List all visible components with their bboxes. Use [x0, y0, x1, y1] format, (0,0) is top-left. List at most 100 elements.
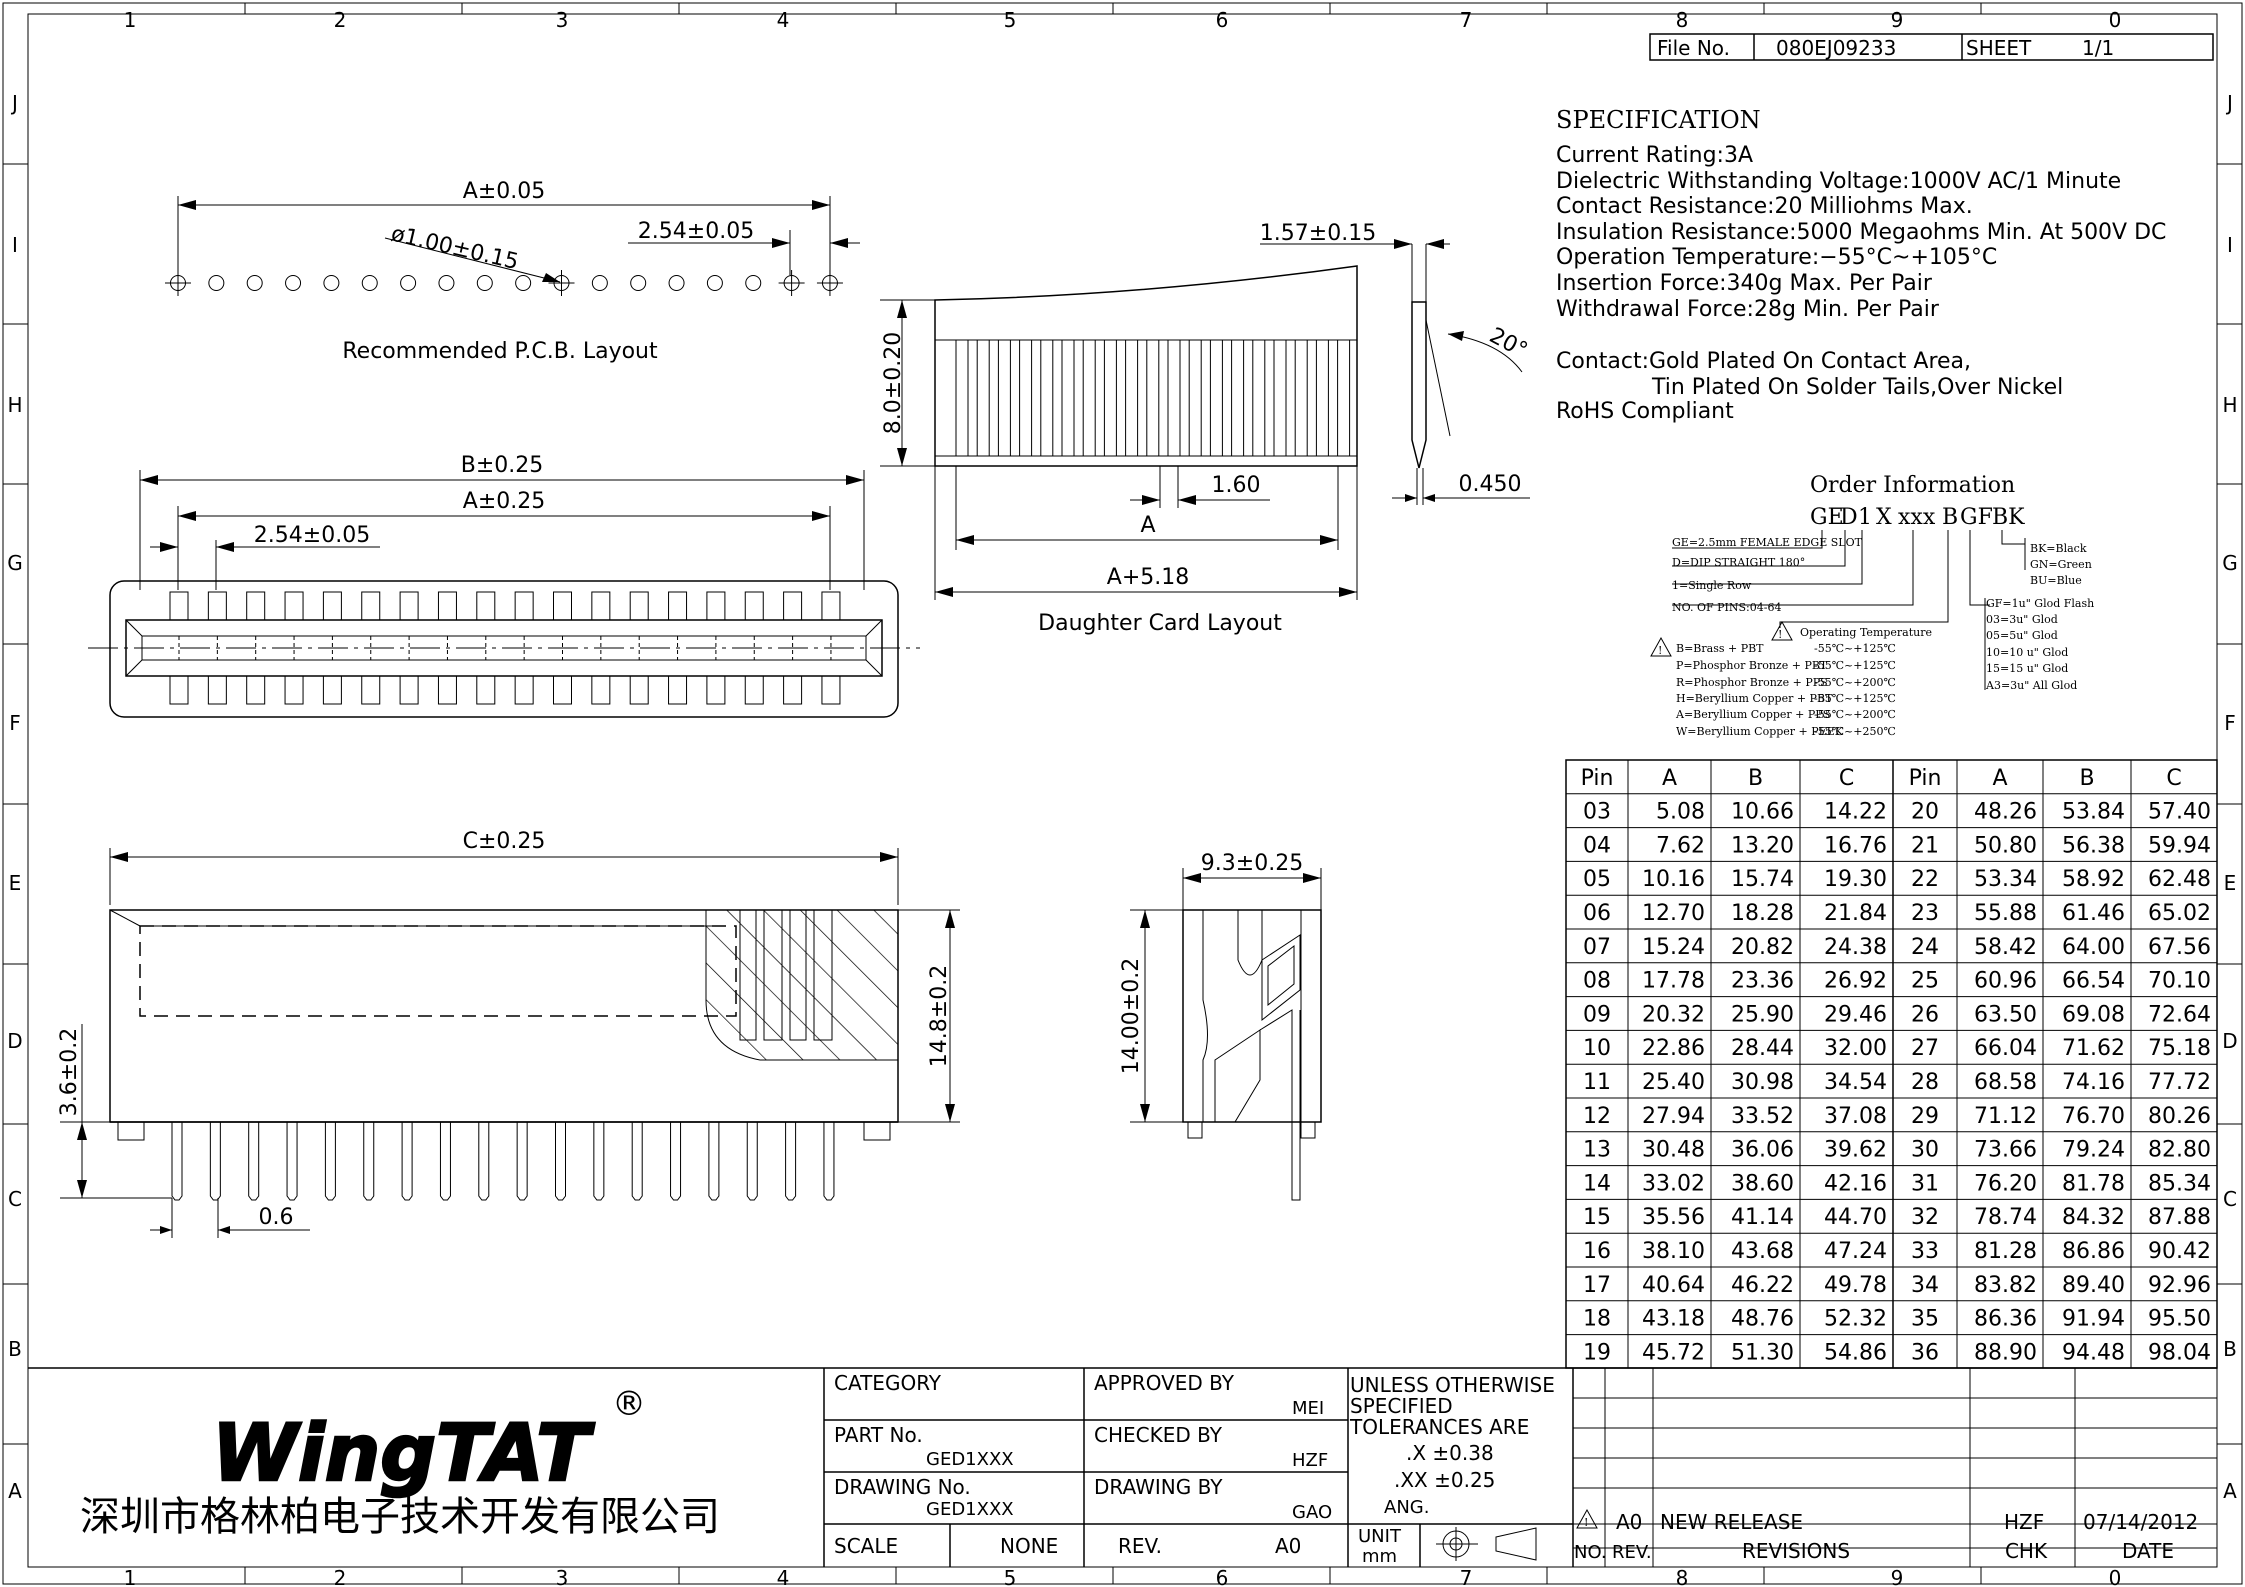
zone-col-8: 8 [1676, 8, 1689, 32]
pin-table-header: B [1748, 766, 1763, 791]
specification: SPECIFICATION Current Rating:3A Dielectr… [1556, 106, 2166, 424]
order-information: Order Information GE D 1 X xxx B GF BK G… [1650, 473, 2094, 738]
top-contact [169, 591, 189, 705]
pcb-hole [706, 275, 723, 291]
pin-table-cell: 70.10 [2148, 969, 2211, 994]
pin-table-cell: 46.22 [1731, 1273, 1794, 1298]
pin-table-cell: 19 [1583, 1340, 1611, 1365]
zone-col-6-bottom: 6 [1216, 1566, 1229, 1587]
pin-table-cell: 55.88 [1974, 901, 2037, 926]
pin-table-cell: 48.76 [1731, 1307, 1794, 1332]
scale-label: SCALE [834, 1534, 898, 1558]
unit-label: UNIT [1358, 1526, 1402, 1547]
pin-table-cell: 91.94 [2062, 1307, 2125, 1332]
pcb-hole [476, 275, 493, 291]
dim-card-a-518: A+5.18 [1107, 565, 1189, 590]
pin-table-cell: 23 [1911, 901, 1939, 926]
top-contact-row [169, 591, 841, 705]
front-pin-row [171, 1122, 835, 1201]
pcb-hole [438, 275, 455, 291]
order-code-bk: BK [1992, 505, 2025, 530]
zone-col-4-bottom: 4 [777, 1566, 790, 1587]
pcb-hole [361, 275, 378, 291]
pin-table-cell: 44.70 [1824, 1205, 1887, 1230]
card-caption: Daughter Card Layout [1038, 611, 1282, 636]
top-contact [361, 591, 381, 705]
pin-table-cell: 14 [1583, 1171, 1611, 1196]
pin-table-cell: 14.22 [1824, 800, 1887, 825]
pcb-hole [816, 270, 843, 296]
pin-table-cell: 35 [1911, 1307, 1939, 1332]
pin-table-cell: 82.80 [2148, 1138, 2211, 1163]
solder-tail-pin [555, 1122, 566, 1201]
pin-table-cell: 13.20 [1731, 833, 1794, 858]
pin-table-cell: 66.04 [1974, 1036, 2037, 1061]
card-finger [1040, 340, 1054, 456]
rev-header-chk: CHK [2005, 1539, 2048, 1563]
pin-table-cell: 20 [1911, 800, 1939, 825]
pin-table-cell: 80.26 [2148, 1104, 2211, 1129]
card-finger [1294, 340, 1308, 456]
rev-header-revisions: REVISIONS [1742, 1539, 1850, 1563]
pin-table-cell: 88.90 [1974, 1340, 2037, 1365]
pin-table-cell: 64.00 [2062, 935, 2125, 960]
order-note-1: 1=Single Row [1672, 579, 1752, 592]
zone-row-h: H [7, 393, 22, 417]
pcb-hole [745, 275, 762, 291]
dim-front-pin: 0.6 [259, 1205, 294, 1230]
pin-table-cell: 52.32 [1824, 1307, 1887, 1332]
pin-table-cell: 27.94 [1642, 1104, 1705, 1129]
solder-tail-pin [516, 1122, 528, 1201]
pin-table-cell: 71.12 [1974, 1104, 2037, 1129]
order-temp-r: -55℃~+200℃ [1814, 676, 1896, 689]
part-no-value: GED1XXX [926, 1449, 1014, 1470]
zone-row-i-right: I [2227, 233, 2233, 257]
dim-side-height: 14.00±0.2 [1119, 958, 1144, 1074]
pin-table-cell: 59.94 [2148, 833, 2211, 858]
pcb-hole [548, 270, 575, 296]
card-finger [1082, 340, 1096, 456]
pin-table-header: C [1839, 766, 1854, 791]
order-material-h: H=Beryllium Copper + PBT [1676, 692, 1833, 705]
order-title: Order Information [1810, 473, 2015, 498]
order-plating-03: 03=3u" Glod [1986, 613, 2058, 626]
card-finger [1103, 340, 1117, 456]
rev-label: REV. [1118, 1534, 1162, 1558]
top-contact [629, 591, 649, 705]
order-note-pins: NO. OF PINS:04-64 [1672, 601, 1781, 614]
zone-col-5: 5 [1004, 8, 1017, 32]
spec-line-2: Dielectric Withstanding Voltage:1000V AC… [1556, 169, 2121, 194]
pin-table-cell: 38.10 [1642, 1239, 1705, 1264]
third-angle-projection-icon [1436, 1527, 1537, 1561]
order-code-x: X [1876, 505, 1892, 530]
pcb-caption: Recommended P.C.B. Layout [342, 339, 658, 364]
order-color-gn: GN=Green [2030, 558, 2092, 571]
pin-table-cell: 86.36 [1974, 1307, 2037, 1332]
pin-table-cell: 18 [1583, 1307, 1611, 1332]
pin-table-cell: 28 [1911, 1070, 1939, 1095]
pin-table-cell: 16 [1583, 1239, 1611, 1264]
card-finger [1209, 340, 1223, 456]
pcb-hole [246, 275, 263, 291]
zone-row-g-right: G [2222, 551, 2238, 575]
top-contact [553, 591, 572, 705]
dim-card-1-60: 1.60 [1212, 473, 1261, 498]
zone-row-c-right: C [2223, 1187, 2237, 1211]
spec-contact-2: Tin Plated On Solder Tails,Over Nickel [1651, 375, 2063, 400]
dim-pcb-hole: ø1.00±0.15 [389, 221, 521, 275]
dim-card-a: A [1140, 513, 1155, 538]
pin-table-cell: 65.02 [2148, 901, 2211, 926]
solder-tail-pin [593, 1122, 605, 1201]
pin-table-cell: 77.72 [2148, 1070, 2211, 1095]
card-finger [1273, 340, 1287, 456]
top-contact [744, 591, 764, 705]
zone-row-i: I [12, 233, 18, 257]
zone-col-3: 3 [556, 8, 569, 32]
zone-row-g: G [7, 551, 23, 575]
top-contact [246, 591, 266, 705]
zone-col-5-bottom: 5 [1004, 1566, 1017, 1587]
connector-front-view: C±0.25 14.8±0.2 3.6±0.2 0.6 [57, 829, 960, 1238]
logo-wordmark: WingTAT [212, 1409, 595, 1499]
